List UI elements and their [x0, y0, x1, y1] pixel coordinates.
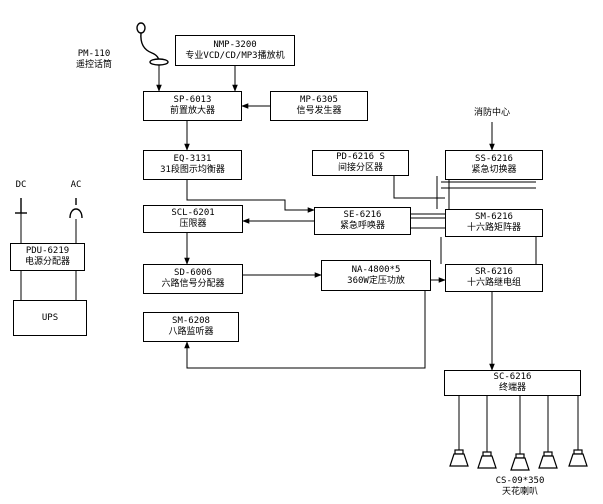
device-name: 紧急切换器	[471, 165, 517, 175]
speaker-icon	[477, 451, 497, 469]
dc-plug-icon	[15, 198, 27, 214]
device-name: 360W定压功放	[347, 275, 405, 286]
device-model: SC-6216	[493, 372, 532, 382]
device-name: 十六路矩阵器	[466, 223, 521, 233]
device-model: PDU-6219	[25, 246, 70, 256]
speaker-icon	[510, 453, 530, 471]
device-name: 六路信号分配器	[161, 279, 225, 289]
dc-label: DC	[15, 180, 27, 190]
device-model: PD-6216 S	[336, 152, 385, 162]
pd-6216-zoner: PD-6216 S 间接分区器	[312, 150, 409, 176]
device-name: 31段图示均衡器	[160, 165, 225, 175]
ups-box: UPS	[13, 300, 87, 336]
na-4800-amplifier: NA-4800*5 360W定压功放	[321, 260, 431, 291]
sc-6216-terminal: SC-6216 终端器	[444, 370, 581, 396]
device-name: 压限器	[179, 219, 207, 229]
sd-6006-distributor: SD-6006 六路信号分配器	[143, 264, 243, 294]
device-model: SD-6006	[174, 268, 212, 278]
sm-6216-matrix: SM-6216 十六路矩阵器	[445, 209, 543, 237]
sp-6013-preamp: SP-6013 前置放大器	[143, 91, 242, 121]
device-name: 终端器	[498, 383, 526, 393]
speaker-icon	[538, 451, 558, 469]
speaker-icon	[568, 449, 588, 467]
device-model: SE-6216	[343, 210, 382, 220]
mic-model: PM-110	[77, 49, 111, 59]
device-model: SR-6216	[475, 267, 513, 277]
device-model: SP-6013	[173, 95, 212, 105]
device-name: 前置放大器	[169, 106, 215, 116]
device-name: 信号发生器	[296, 106, 342, 116]
eq-3131-equalizer: EQ-3131 31段图示均衡器	[143, 150, 242, 180]
sm-6208-monitor: SM-6208 八路监听器	[143, 312, 239, 342]
mic-name: 遥控话筒	[75, 60, 112, 70]
sr-6216-relay-group: SR-6216 十六路继电组	[445, 264, 543, 292]
speaker-model: CS-09*350	[495, 476, 545, 486]
device-model: NA-4800*5	[351, 264, 401, 275]
device-model: SS-6216	[475, 154, 513, 164]
scl-6201-limiter: SCL-6201 压限器	[143, 205, 243, 233]
ss-6216-emergency-switcher: SS-6216 紧急切换器	[445, 150, 543, 180]
device-name: UPS	[41, 312, 59, 323]
microphone-icon	[136, 22, 169, 66]
speaker-name: 天花喇叭	[501, 487, 538, 497]
device-model: SM-6216	[475, 212, 513, 222]
device-name: 电源分配器	[24, 257, 70, 267]
fire-center-label: 消防中心	[473, 108, 510, 118]
mic-label: PM-110 遥控话筒	[66, 49, 122, 71]
ac-label: AC	[70, 180, 82, 190]
device-name: 间接分区器	[337, 163, 383, 173]
ac-plug-icon	[69, 198, 83, 219]
mp-6305-signal-generator: MP-6305 信号发生器	[270, 91, 368, 121]
device-model: MP-6305	[300, 95, 338, 105]
device-model: NMP-3200	[213, 39, 257, 50]
device-model: SM-6208	[172, 316, 210, 326]
device-name: 专业VCD/CD/MP3播放机	[185, 50, 285, 61]
speaker-icon	[449, 449, 469, 467]
speaker-label: CS-09*350 天花喇叭	[480, 476, 560, 498]
device-name: 紧急呼唤器	[339, 221, 385, 231]
nmp-3200-player: NMP-3200 专业VCD/CD/MP3播放机	[175, 35, 295, 66]
device-model: EQ-3131	[173, 154, 212, 164]
device-name: 八路监听器	[168, 327, 214, 337]
device-name: 十六路继电组	[466, 278, 521, 288]
device-model: SCL-6201	[171, 208, 215, 218]
pdu-6219-power-distributor: PDU-6219 电源分配器	[10, 243, 85, 271]
se-6216-emergency-caller: SE-6216 紧急呼唤器	[314, 207, 411, 235]
